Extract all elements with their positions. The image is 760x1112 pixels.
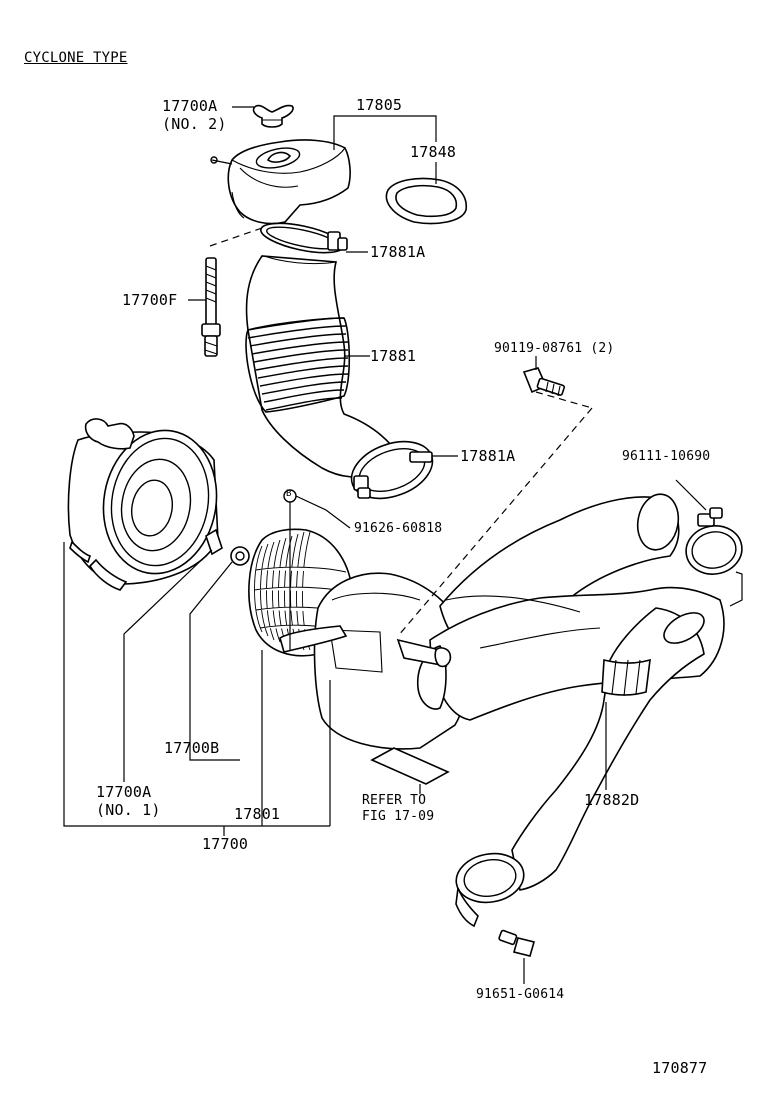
label-17881: 17881 (370, 347, 417, 365)
hose-clamp-17881a-top (258, 218, 347, 259)
dashed-alignment-lines (210, 228, 592, 636)
air-cleaner-cap (68, 419, 227, 590)
label-17801: 17801 (234, 805, 281, 823)
label-17700a-no2: 17700A (162, 97, 218, 115)
hose-clamp-96111-10690 (682, 508, 745, 578)
label-91651-g0614: 91651-G0614 (476, 987, 565, 1002)
label-17881a-bottom: 17881A (460, 447, 516, 465)
bolt-90119-08761 (524, 368, 565, 396)
air-hose-17881 (246, 256, 392, 477)
label-17700b: 17700B (164, 739, 220, 757)
label-17805: 17805 (356, 96, 403, 114)
label-17700a-no2-sub: (NO. 2) (162, 115, 227, 133)
label-91626-60818: 91626-60818 (354, 521, 443, 536)
label-96111-10690: 96111-10690 (622, 449, 711, 464)
label-refer-to-line1: REFER TO (362, 793, 427, 808)
diagram-title: CYCLONE TYPE (24, 50, 128, 66)
stud-bolt-17700f (202, 258, 220, 356)
hose-clamp-17881a-bottom (344, 431, 441, 509)
label-17700a-no1-sub: (NO. 1) (96, 801, 161, 819)
air-cleaner-case (280, 491, 724, 749)
badge-b-letter: B (286, 489, 292, 499)
label-17700f: 17700F (122, 291, 178, 309)
wing-nut-17700a-no2 (254, 106, 294, 127)
label-90119-08761: 90119-08761 (2) (494, 341, 615, 356)
label-17700: 17700 (202, 835, 249, 853)
label-17881a-top: 17881A (370, 243, 426, 261)
resonator-17805 (211, 140, 350, 224)
air-duct-17882d (452, 607, 709, 926)
label-refer-to-line2: FIG 17-09 (362, 809, 435, 824)
figure-number: 170877 (652, 1059, 708, 1077)
label-17882d: 17882D (584, 791, 640, 809)
label-17848: 17848 (410, 143, 457, 161)
gasket-17848 (386, 178, 466, 223)
refer-block-shape (372, 748, 448, 784)
leader-lines (64, 107, 742, 984)
nut-17700b (231, 547, 249, 565)
bolt-91651-g0614 (499, 930, 534, 956)
clip-17700a-no1 (206, 530, 222, 554)
label-17700a-no1: 17700A (96, 783, 152, 801)
